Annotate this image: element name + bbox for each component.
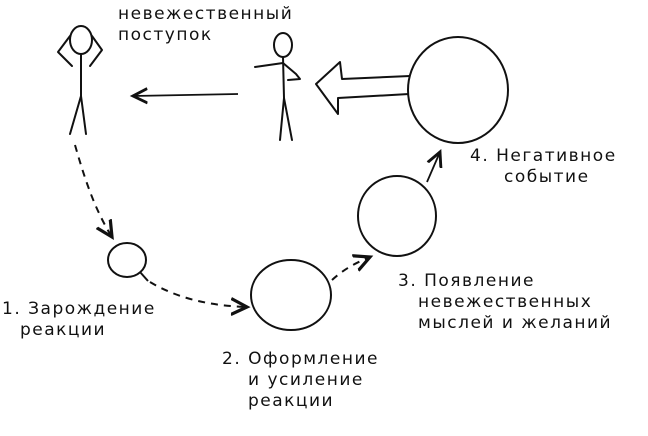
arrow-action-to-person xyxy=(133,94,239,96)
label-step3-line3: мыслей и желаний xyxy=(418,313,613,333)
dashed-arrow-person-to-step1 xyxy=(74,144,112,237)
circle-step4 xyxy=(407,36,509,144)
circle-step1 xyxy=(107,242,149,282)
stick-figure-holding-head xyxy=(57,25,103,135)
label-step2: 2. Оформление и усиление реакции xyxy=(222,349,379,412)
label-ignorant-act-line1: невежественный xyxy=(118,4,294,24)
label-ignorant-act-line2: поступок xyxy=(118,25,213,45)
label-ignorant-act: невежественный поступок xyxy=(118,4,293,46)
label-step3-line1: 3. Появление xyxy=(398,271,535,291)
label-step3-line2: невежественных xyxy=(418,292,593,312)
label-step2-line2: и усиление xyxy=(248,370,364,390)
dashed-arrow-step2-to-step3 xyxy=(331,257,370,281)
label-step1-line1: 1. Зарождение xyxy=(2,299,156,319)
label-step4: 4. Негативное событие xyxy=(470,146,617,188)
hollow-arrow-step4-to-person xyxy=(315,61,411,115)
arrow-step3-to-step4 xyxy=(426,152,440,183)
label-step4-line2: событие xyxy=(504,167,590,187)
label-step1-line2: реакции xyxy=(20,320,107,340)
dashed-arrow-step1-to-step2 xyxy=(149,281,247,307)
label-step3: 3. Появление невежественных мыслей и жел… xyxy=(398,271,612,334)
circle-step3 xyxy=(357,175,437,257)
label-step2-line1: 2. Оформление xyxy=(222,349,380,369)
label-step2-line3: реакции xyxy=(248,391,335,411)
circle-step2 xyxy=(250,259,332,331)
label-step4-line1: 4. Негативное xyxy=(470,146,617,166)
stick-figure-pointing xyxy=(254,32,301,141)
label-step1: 1. Зарождение реакции xyxy=(2,299,156,341)
